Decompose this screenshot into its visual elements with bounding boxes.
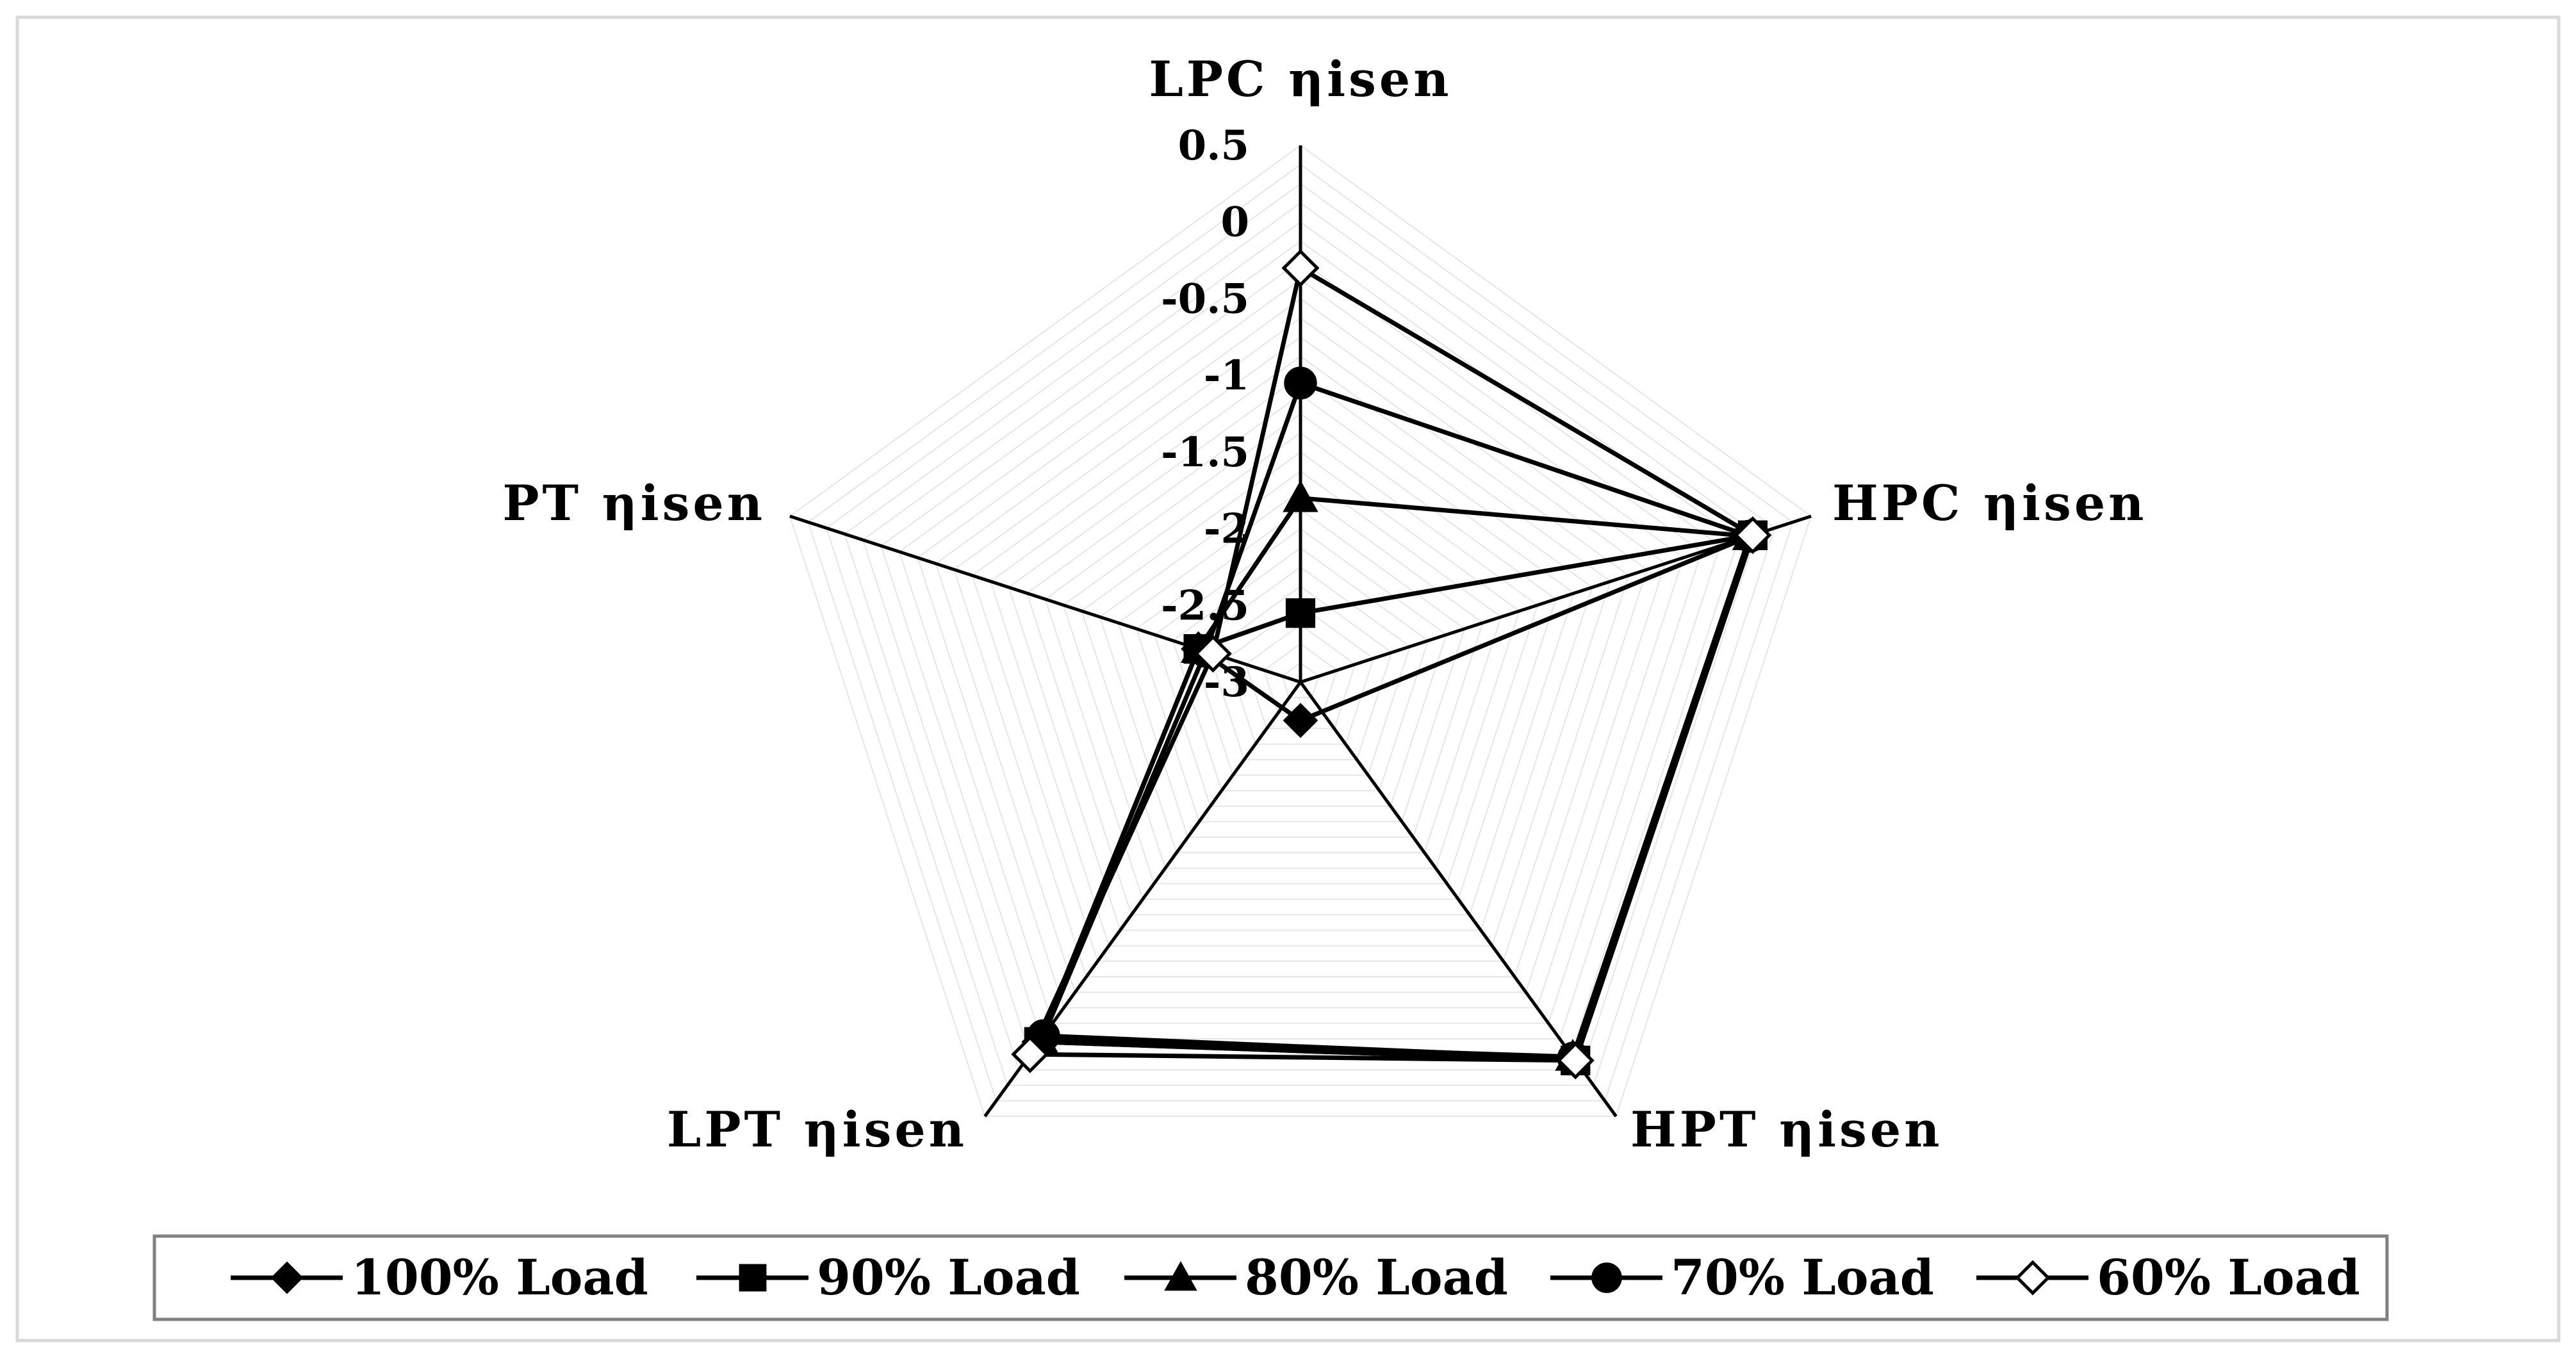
- axis-label: HPC ηisen: [1832, 475, 2147, 532]
- grid-ring: [898, 259, 1703, 1024]
- grid-ring: [917, 279, 1684, 1009]
- grid-ring: [1044, 412, 1557, 900]
- axis-label: LPT ηisen: [667, 1101, 967, 1158]
- series-layer: [1011, 249, 1772, 1080]
- data-point: [1283, 703, 1318, 738]
- legend-marker: [1164, 1260, 1197, 1291]
- grid-ring: [1135, 509, 1466, 822]
- data-point: [1734, 516, 1772, 555]
- axis-label: PT ηisen: [502, 475, 766, 532]
- legend-label: 90% Load: [817, 1249, 1080, 1306]
- grid-ring: [1281, 662, 1320, 699]
- legend-label: 70% Load: [1671, 1249, 1934, 1306]
- data-point: [1194, 635, 1232, 673]
- data-point: [1284, 366, 1317, 400]
- axis-label: HPT ηisen: [1630, 1101, 1943, 1158]
- legend: 100% Load 90% Load 80% Load 70% Load 60% Loa…: [152, 1234, 2389, 1321]
- grid-ring: [989, 355, 1612, 947]
- data-point: [1283, 480, 1318, 512]
- axis-label: LPC ηisen: [1149, 51, 1452, 108]
- grid-ring: [807, 163, 1794, 1102]
- data-point: [1556, 1041, 1595, 1080]
- grid-ring: [862, 221, 1739, 1055]
- grid-ring: [789, 144, 1812, 1117]
- axis-spoke: [1299, 681, 1618, 1118]
- tick-labels: 0.50-0.5-1-1.5-2-2.5-3: [1161, 122, 1249, 706]
- grid-ring: [1226, 605, 1375, 745]
- tick-label: -0.5: [1161, 275, 1249, 323]
- data-point: [1011, 1035, 1049, 1073]
- grid-ring: [1099, 470, 1502, 854]
- legend-label: 80% Load: [1245, 1249, 1508, 1306]
- grid-ring: [1154, 528, 1447, 807]
- data-point: [1285, 598, 1316, 628]
- grid-ring: [1172, 547, 1429, 792]
- legend-label: 60% Load: [2097, 1249, 2360, 1306]
- grid-ring: [935, 298, 1666, 993]
- legend-marker: [270, 1261, 304, 1294]
- grid-ring: [825, 183, 1776, 1086]
- tick-label: 0: [1220, 199, 1249, 247]
- series-line: [1028, 266, 1755, 1063]
- grid-ring: [1081, 451, 1520, 869]
- legend-marker: [739, 1264, 767, 1292]
- grid-ring: [844, 202, 1757, 1071]
- legend-marker: [1591, 1262, 1622, 1293]
- data-point: [1281, 249, 1320, 288]
- tick-label: 0.5: [1178, 122, 1249, 170]
- grid-ring: [1026, 393, 1575, 916]
- tick-label: -1.5: [1161, 428, 1249, 477]
- tick-label: -2.5: [1161, 582, 1249, 630]
- legend-marker: [2015, 1260, 2051, 1296]
- grid-layer: [789, 144, 1812, 1117]
- grid-ring: [1062, 432, 1539, 884]
- tick-label: -1: [1204, 352, 1249, 400]
- grid-ring: [1008, 374, 1593, 931]
- grid-ring: [880, 240, 1721, 1039]
- grid-ring: [971, 336, 1630, 962]
- grid-ring: [1117, 489, 1484, 838]
- legend-label: 100% Load: [351, 1249, 648, 1306]
- grid-ring: [953, 317, 1648, 977]
